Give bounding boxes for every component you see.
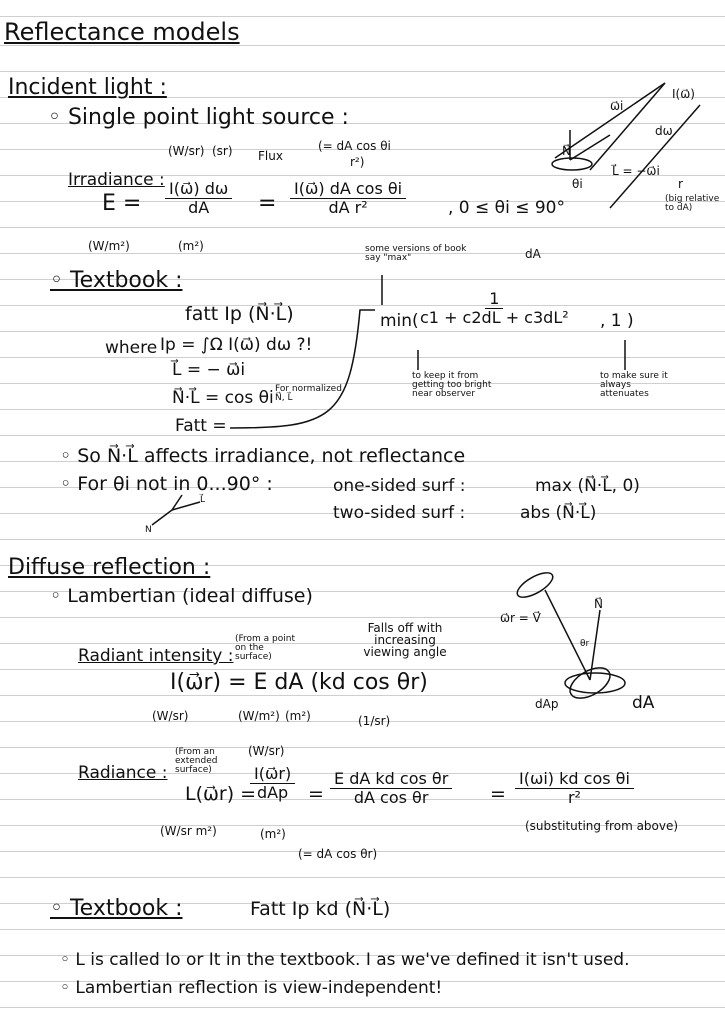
incident-heading: Incident light : <box>8 75 167 100</box>
diagram-N: N⃗ <box>562 144 571 158</box>
radiant-intensity-label: Radiant intensity : <box>78 646 234 666</box>
diagram-theta-i: θi <box>572 177 583 191</box>
point-source-bullet: ◦ Single point light source : <box>48 105 349 130</box>
diagram-dA-2: dA <box>632 693 655 713</box>
Ip-definition: Ip = ∫Ω I(ω⃗) dω ?! <box>160 335 313 355</box>
radiance-unit-top: (W/sr) <box>248 744 285 758</box>
radiance-eq: = <box>308 783 324 805</box>
light-ray-left <box>554 82 666 159</box>
units-sr: (sr) <box>212 144 233 158</box>
textbook-formula-1: fatt Ip (N⃗·L⃗) <box>185 303 294 325</box>
frac1-num: I(ω⃗) dω <box>165 179 233 200</box>
bullet-irradiance: ◦ So N⃗·L⃗ affects irradiance, not refle… <box>60 445 466 467</box>
radiance-note: (From an extended surface) <box>175 747 218 775</box>
diagram-r-note: (big relative to dA) <box>665 194 720 213</box>
min-fraction: 1 c1 + c2dL + c3dL² <box>420 289 569 328</box>
radiant-unit-1-sr: (1/sr) <box>358 714 391 728</box>
one-sided-label: one-sided surf : <box>333 476 466 496</box>
substituting-note: (substituting from above) <box>525 819 679 833</box>
two-sided-label: two-sided surf : <box>333 503 466 523</box>
r1-den: dAp <box>256 783 289 803</box>
diagram-dA: dA <box>525 247 541 261</box>
diagram-I-omega: I(ω⃗) <box>672 87 695 101</box>
diagram-theta-r: θr <box>580 639 590 649</box>
diagram-r: r <box>678 177 683 191</box>
theta-range: , 0 ≤ θi ≤ 90° <box>448 198 565 218</box>
radiance-fraction-2: E dA kd cos θr dA cos θr <box>330 769 453 808</box>
frac2-num: I(ω⃗) dA cos θi <box>290 179 407 200</box>
radiance-fraction-1: I(ω⃗r) dAp <box>250 764 296 803</box>
note-too-bright: to keep it from getting too bright near … <box>412 371 492 399</box>
E-symbol: E = <box>102 191 142 216</box>
r2-den: dA cos θr <box>353 788 429 808</box>
equals: = <box>258 191 277 216</box>
L-definition: L⃗ = − ω⃗i <box>172 360 246 380</box>
diagram-omega-i: ω⃗i <box>610 99 624 113</box>
bullet-L-name: ◦ L is called Io or It in the textbook. … <box>60 950 630 970</box>
axes-N: N <box>145 525 152 535</box>
where-label: where <box>105 338 158 358</box>
min-tail: , 1 ) <box>600 311 634 331</box>
diagram-dAp: dAp <box>535 697 559 711</box>
view-ray <box>544 589 591 681</box>
radiant-note: (From a point on the surface) <box>235 634 295 662</box>
diagram-N-2: N⃗ <box>594 597 603 611</box>
textbook-formula-2: Fatt Ip kd (N⃗·L⃗) <box>250 898 391 920</box>
min-num: 1 <box>485 289 504 310</box>
note-attenuate: to make sure it always attenuates <box>600 371 668 399</box>
radiant-unit-w-sr: (W/sr) <box>152 709 189 723</box>
falls-off-note: Falls off with increasing viewing angle <box>363 621 447 659</box>
min-open: min( <box>380 311 419 331</box>
units-w-sr: (W/sr) <box>168 144 205 158</box>
frac2-den: dA r² <box>328 198 368 218</box>
page-title: Reflectance models <box>4 18 240 46</box>
bullet-view-independent: ◦ Lambertian reflection is view-independ… <box>60 978 443 998</box>
r1-num: I(ω⃗r) <box>250 764 296 785</box>
min-den: c1 + c2dL + c3dL² <box>420 308 569 328</box>
radiant-unit-m2: (m²) <box>285 709 311 723</box>
lambertian-bullet: ◦ Lambertian (ideal diffuse) <box>50 585 313 607</box>
L-arrow <box>569 134 611 161</box>
diagram-dw: dω <box>655 124 673 138</box>
radiance-unit-w-srm2: (W/sr m²) <box>160 824 217 838</box>
irradiance-fraction-2: I(ω⃗) dA cos θi dA r² <box>290 179 407 218</box>
diagram-L: L⃗ = −ω⃗i <box>612 164 660 178</box>
dA-ellipse <box>551 157 593 171</box>
r2-num: E dA kd cos θr <box>330 769 453 790</box>
units-w-m2: (W/m²) <box>88 239 130 253</box>
radiance-lhs: L(ω⃗r) = <box>185 783 257 805</box>
one-sided-formula: max (N⃗·L⃗, 0) <box>535 476 640 496</box>
axes-L: L⃗ <box>200 495 206 505</box>
r3-num: I(ωi) kd cos θi <box>515 769 634 790</box>
radiance-eq-2: = <box>490 783 506 805</box>
radiant-equation: I(ω⃗r) = E dA (kd cos θr) <box>170 670 428 695</box>
dw-note-num: (= dA cos θi <box>318 139 391 153</box>
fatt-definition: Fatt = <box>175 416 227 436</box>
textbook-heading-2: ◦ Textbook : <box>50 896 183 921</box>
r3-den: r² <box>567 788 581 808</box>
bullet-theta-range: ◦ For θi not in 0...90° : <box>60 473 273 495</box>
textbook-heading-1: ◦ Textbook : <box>50 268 183 293</box>
radiance-unit-m2: (m²) <box>260 827 286 841</box>
irradiance-label: Irradiance : <box>68 170 165 190</box>
two-sided-formula: abs (N⃗·L⃗) <box>520 503 597 523</box>
NL-definition: N⃗·L⃗ = cos θi <box>172 388 274 408</box>
diffuse-heading: Diffuse reflection : <box>8 555 211 580</box>
radiance-label: Radiance : <box>78 763 168 783</box>
radiance-fraction-3: I(ωi) kd cos θi r² <box>515 769 634 808</box>
light-ray-right <box>589 82 666 171</box>
irradiance-fraction-1: I(ω⃗) dω dA <box>165 179 233 218</box>
units-m2: (m²) <box>178 239 204 253</box>
r-arrow <box>609 104 701 209</box>
frac1-den: dA <box>188 198 210 218</box>
radiant-unit-w-m2: (W/m²) <box>238 709 280 723</box>
versions-note: some versions of book say "max" <box>365 244 467 263</box>
flux-label: Flux <box>258 149 283 163</box>
normalized-note: For normalized N⃗, L⃗ <box>275 384 342 403</box>
diagram-wr-v: ω⃗r = V⃗ <box>500 611 541 625</box>
dw-note-den: r²) <box>350 155 365 169</box>
dAp-note: (= dA cos θr) <box>298 847 378 861</box>
